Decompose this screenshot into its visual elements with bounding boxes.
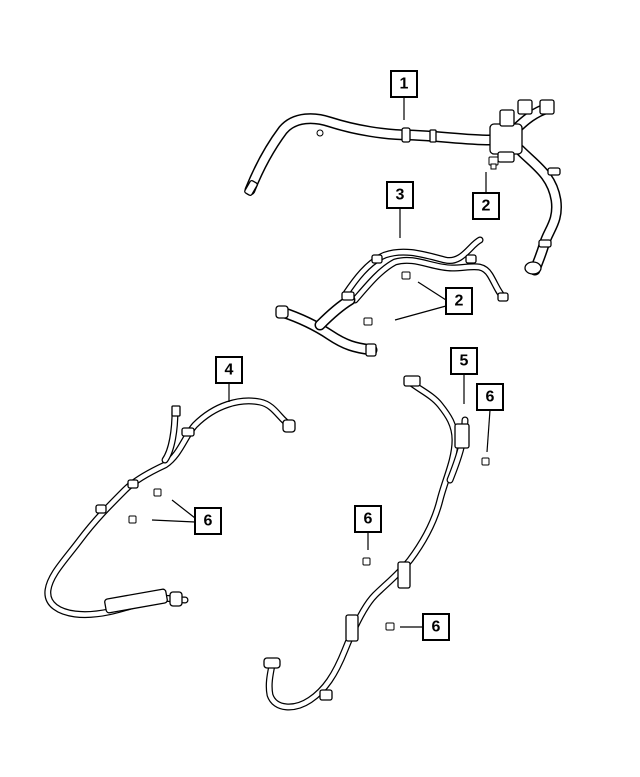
callout-6a-label: 6 [486,389,495,406]
hose-assembly-4[interactable] [44,397,296,619]
bolt-2b[interactable] [363,271,411,326]
callout-6b-label: 6 [204,513,213,530]
callout-2a-label: 2 [482,198,491,215]
leader-lines [151,97,491,628]
callout-3-label: 3 [396,187,405,204]
hose-assembly-5[interactable] [263,375,470,711]
callout-2b: 2 [445,287,473,315]
callout-3: 3 [386,181,414,209]
callout-1-label: 1 [400,76,409,93]
bolt-6b[interactable] [481,457,490,466]
callout-5: 5 [450,347,478,375]
callout-5-label: 5 [460,353,469,370]
callout-4: 4 [215,356,243,384]
callout-2b-label: 2 [455,293,464,310]
bolt-6c[interactable] [362,557,371,566]
callout-1: 1 [390,70,418,98]
hose-assembly-1[interactable] [244,99,562,276]
callout-6b: 6 [194,507,222,535]
bolt-2a[interactable] [488,156,499,170]
callout-6d: 6 [422,613,450,641]
callout-6c: 6 [354,505,382,533]
callout-6a: 6 [476,383,504,411]
callout-6c-label: 6 [364,511,373,528]
bolt-6d[interactable] [385,622,395,631]
callout-6d-label: 6 [432,619,441,636]
bolt-6a[interactable] [128,488,162,524]
hose-assembly-3[interactable] [275,236,509,357]
callout-4-label: 4 [225,362,234,379]
callout-2a: 2 [472,192,500,220]
